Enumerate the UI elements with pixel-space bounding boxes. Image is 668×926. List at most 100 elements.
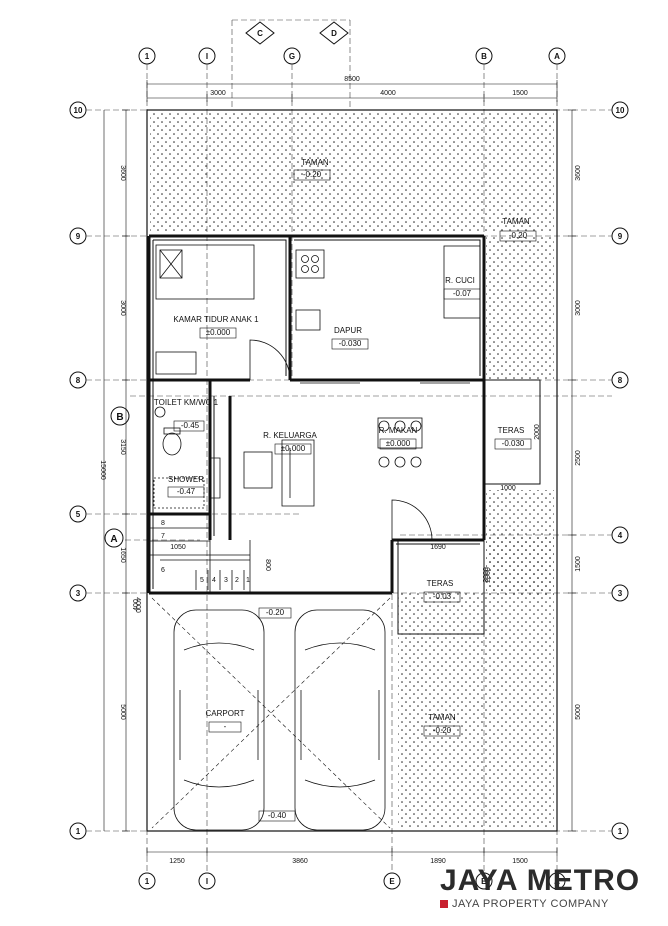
dim-stair-800: 800 bbox=[264, 559, 271, 571]
grid-row-right-4: 4 bbox=[618, 531, 623, 540]
room-level-cuci: -0.07 bbox=[453, 289, 472, 298]
dim-left-5: 4000 bbox=[134, 597, 141, 613]
grid-row-right-6: 1 bbox=[618, 827, 623, 836]
room-name-carport: CARPORT bbox=[206, 709, 245, 718]
grid-row-right-1: 10 bbox=[616, 106, 625, 115]
walls bbox=[147, 234, 486, 595]
grid-row-right-3: 8 bbox=[618, 376, 623, 385]
room-level-shower: -0.47 bbox=[177, 487, 196, 496]
room-name-taman-top: TAMAN bbox=[301, 158, 329, 167]
section-mark-a: A bbox=[110, 534, 117, 545]
room-name-shower: SHOWER bbox=[168, 475, 204, 484]
brand-name: JAYA METRO bbox=[440, 864, 641, 897]
stair-step-2: 2 bbox=[235, 577, 239, 584]
grid-row-left-3: 8 bbox=[76, 376, 81, 385]
grid-col-bottom-4: B bbox=[481, 877, 487, 886]
grid-col-bottom-2: I bbox=[206, 877, 208, 886]
stair-step-5: 5 bbox=[200, 577, 204, 584]
dim-top-2: 4000 bbox=[380, 90, 396, 97]
grid-row-left-1: 10 bbox=[74, 106, 83, 115]
dim-teras-2000: 2000 bbox=[534, 424, 541, 440]
section-mark-b: B bbox=[116, 412, 123, 423]
room-level-kamar: ±0.000 bbox=[206, 328, 231, 337]
dim-right-4: 1500 bbox=[575, 556, 582, 572]
room-name-dapur: DAPUR bbox=[334, 326, 362, 335]
room-level-keluarga: ±0.000 bbox=[281, 444, 306, 453]
dim-right-2: 3000 bbox=[575, 300, 582, 316]
stair-step-8: 8 bbox=[161, 520, 165, 527]
room-level-taman-right: -0.20 bbox=[509, 231, 528, 240]
dim-lines-right bbox=[568, 109, 576, 832]
dim-right-1: 3600 bbox=[575, 165, 582, 181]
site-boundary bbox=[146, 109, 558, 832]
dim-bottom-3: 1890 bbox=[430, 858, 446, 865]
room-name-taman-right: TAMAN bbox=[502, 217, 530, 226]
grid-row-left-2: 9 bbox=[76, 232, 81, 241]
grid-row-left-5: 3 bbox=[76, 589, 81, 598]
room-name-toilet: TOILET KM/WC 1 bbox=[154, 398, 219, 407]
stair-step-3: 3 bbox=[224, 577, 228, 584]
grid-col-top-5: D bbox=[331, 29, 337, 38]
brand-tagline: JAYA PROPERTY COMPANY bbox=[452, 898, 609, 910]
room-name-teras-front: TERAS bbox=[427, 579, 454, 588]
grid-col-top-6: B bbox=[481, 52, 487, 61]
dim-left-4: 1650 bbox=[119, 547, 126, 563]
room-level-taman-top: -0.20 bbox=[303, 170, 322, 179]
stair-step-7: 7 bbox=[161, 533, 165, 540]
furniture bbox=[153, 244, 481, 831]
room-level-teras-side: -0.030 bbox=[502, 439, 525, 448]
grid-col-top-1: 1 bbox=[145, 52, 150, 61]
grid-row-right-2: 9 bbox=[618, 232, 623, 241]
grid-bubbles-bottom bbox=[138, 872, 566, 890]
doors bbox=[210, 339, 470, 541]
dim-left-400: 400 bbox=[133, 599, 140, 611]
dim-lines-top bbox=[146, 80, 558, 102]
grid-col-bottom-5: A bbox=[554, 877, 560, 886]
room-level-dapur: -0.030 bbox=[339, 339, 362, 348]
dim-lines-left bbox=[103, 109, 130, 832]
grid-col-top-3: G bbox=[289, 52, 295, 61]
stairs bbox=[148, 513, 251, 594]
dim-teras-1000: 1000 bbox=[500, 485, 516, 492]
dim-top-1: 3000 bbox=[210, 90, 226, 97]
dim-bottom-2: 3860 bbox=[292, 858, 308, 865]
grid-row-right-5: 3 bbox=[618, 589, 623, 598]
dim-top-3: 1500 bbox=[512, 90, 528, 97]
stair-step-1: 1 bbox=[246, 577, 250, 584]
garden-hatch bbox=[150, 113, 554, 829]
dim-stair-1050: 1050 bbox=[170, 544, 186, 551]
room-level-taman-front: -0.20 bbox=[433, 726, 452, 735]
grid-col-bottom-1: 1 bbox=[145, 877, 150, 886]
room-level-toilet: -0.45 bbox=[181, 421, 200, 430]
grid-col-top-4: C bbox=[257, 29, 263, 38]
dim-left-1: 3600 bbox=[119, 165, 126, 181]
brand-tagline-row: JAYA PROPERTY COMPANY bbox=[440, 898, 660, 910]
dim-top-total: 8500 bbox=[344, 76, 360, 83]
grid-row-left-6: 1 bbox=[76, 827, 81, 836]
dim-front-2000: 2000 bbox=[483, 567, 490, 583]
dim-left-3: 3150 bbox=[119, 439, 126, 455]
stair-step-4: 4 bbox=[212, 577, 216, 584]
room-name-kamar: KAMAR TIDUR ANAK 1 bbox=[173, 315, 259, 324]
dim-lines-bottom bbox=[146, 848, 558, 856]
room-name-taman-front: TAMAN bbox=[428, 713, 456, 722]
dim-left-2: 3000 bbox=[119, 300, 126, 316]
grid-col-top-7: A bbox=[554, 52, 560, 61]
wall-inner-lines bbox=[152, 239, 541, 635]
spot-level-stair-landing: -0.20 bbox=[266, 608, 285, 617]
dim-bottom-1: 1250 bbox=[169, 858, 185, 865]
room-level-carport: - bbox=[224, 722, 227, 731]
dim-left-6: 5000 bbox=[119, 704, 126, 720]
room-name-keluarga: R. KELUARGA bbox=[263, 431, 317, 440]
room-name-cuci: R. CUCI bbox=[445, 276, 475, 285]
dim-right-3: 2500 bbox=[575, 450, 582, 466]
spot-level-carport-front: -0.40 bbox=[268, 811, 287, 820]
label-boxes bbox=[167, 169, 537, 822]
grid-bubbles-sides bbox=[69, 101, 629, 840]
grid-col-bottom-3: E bbox=[389, 877, 395, 886]
room-level-teras-front: -0.03 bbox=[433, 592, 452, 601]
room-name-makan: R. MAKAN bbox=[379, 426, 418, 435]
dim-left-total: 15000 bbox=[99, 460, 106, 480]
dim-bottom-4: 1500 bbox=[512, 858, 528, 865]
